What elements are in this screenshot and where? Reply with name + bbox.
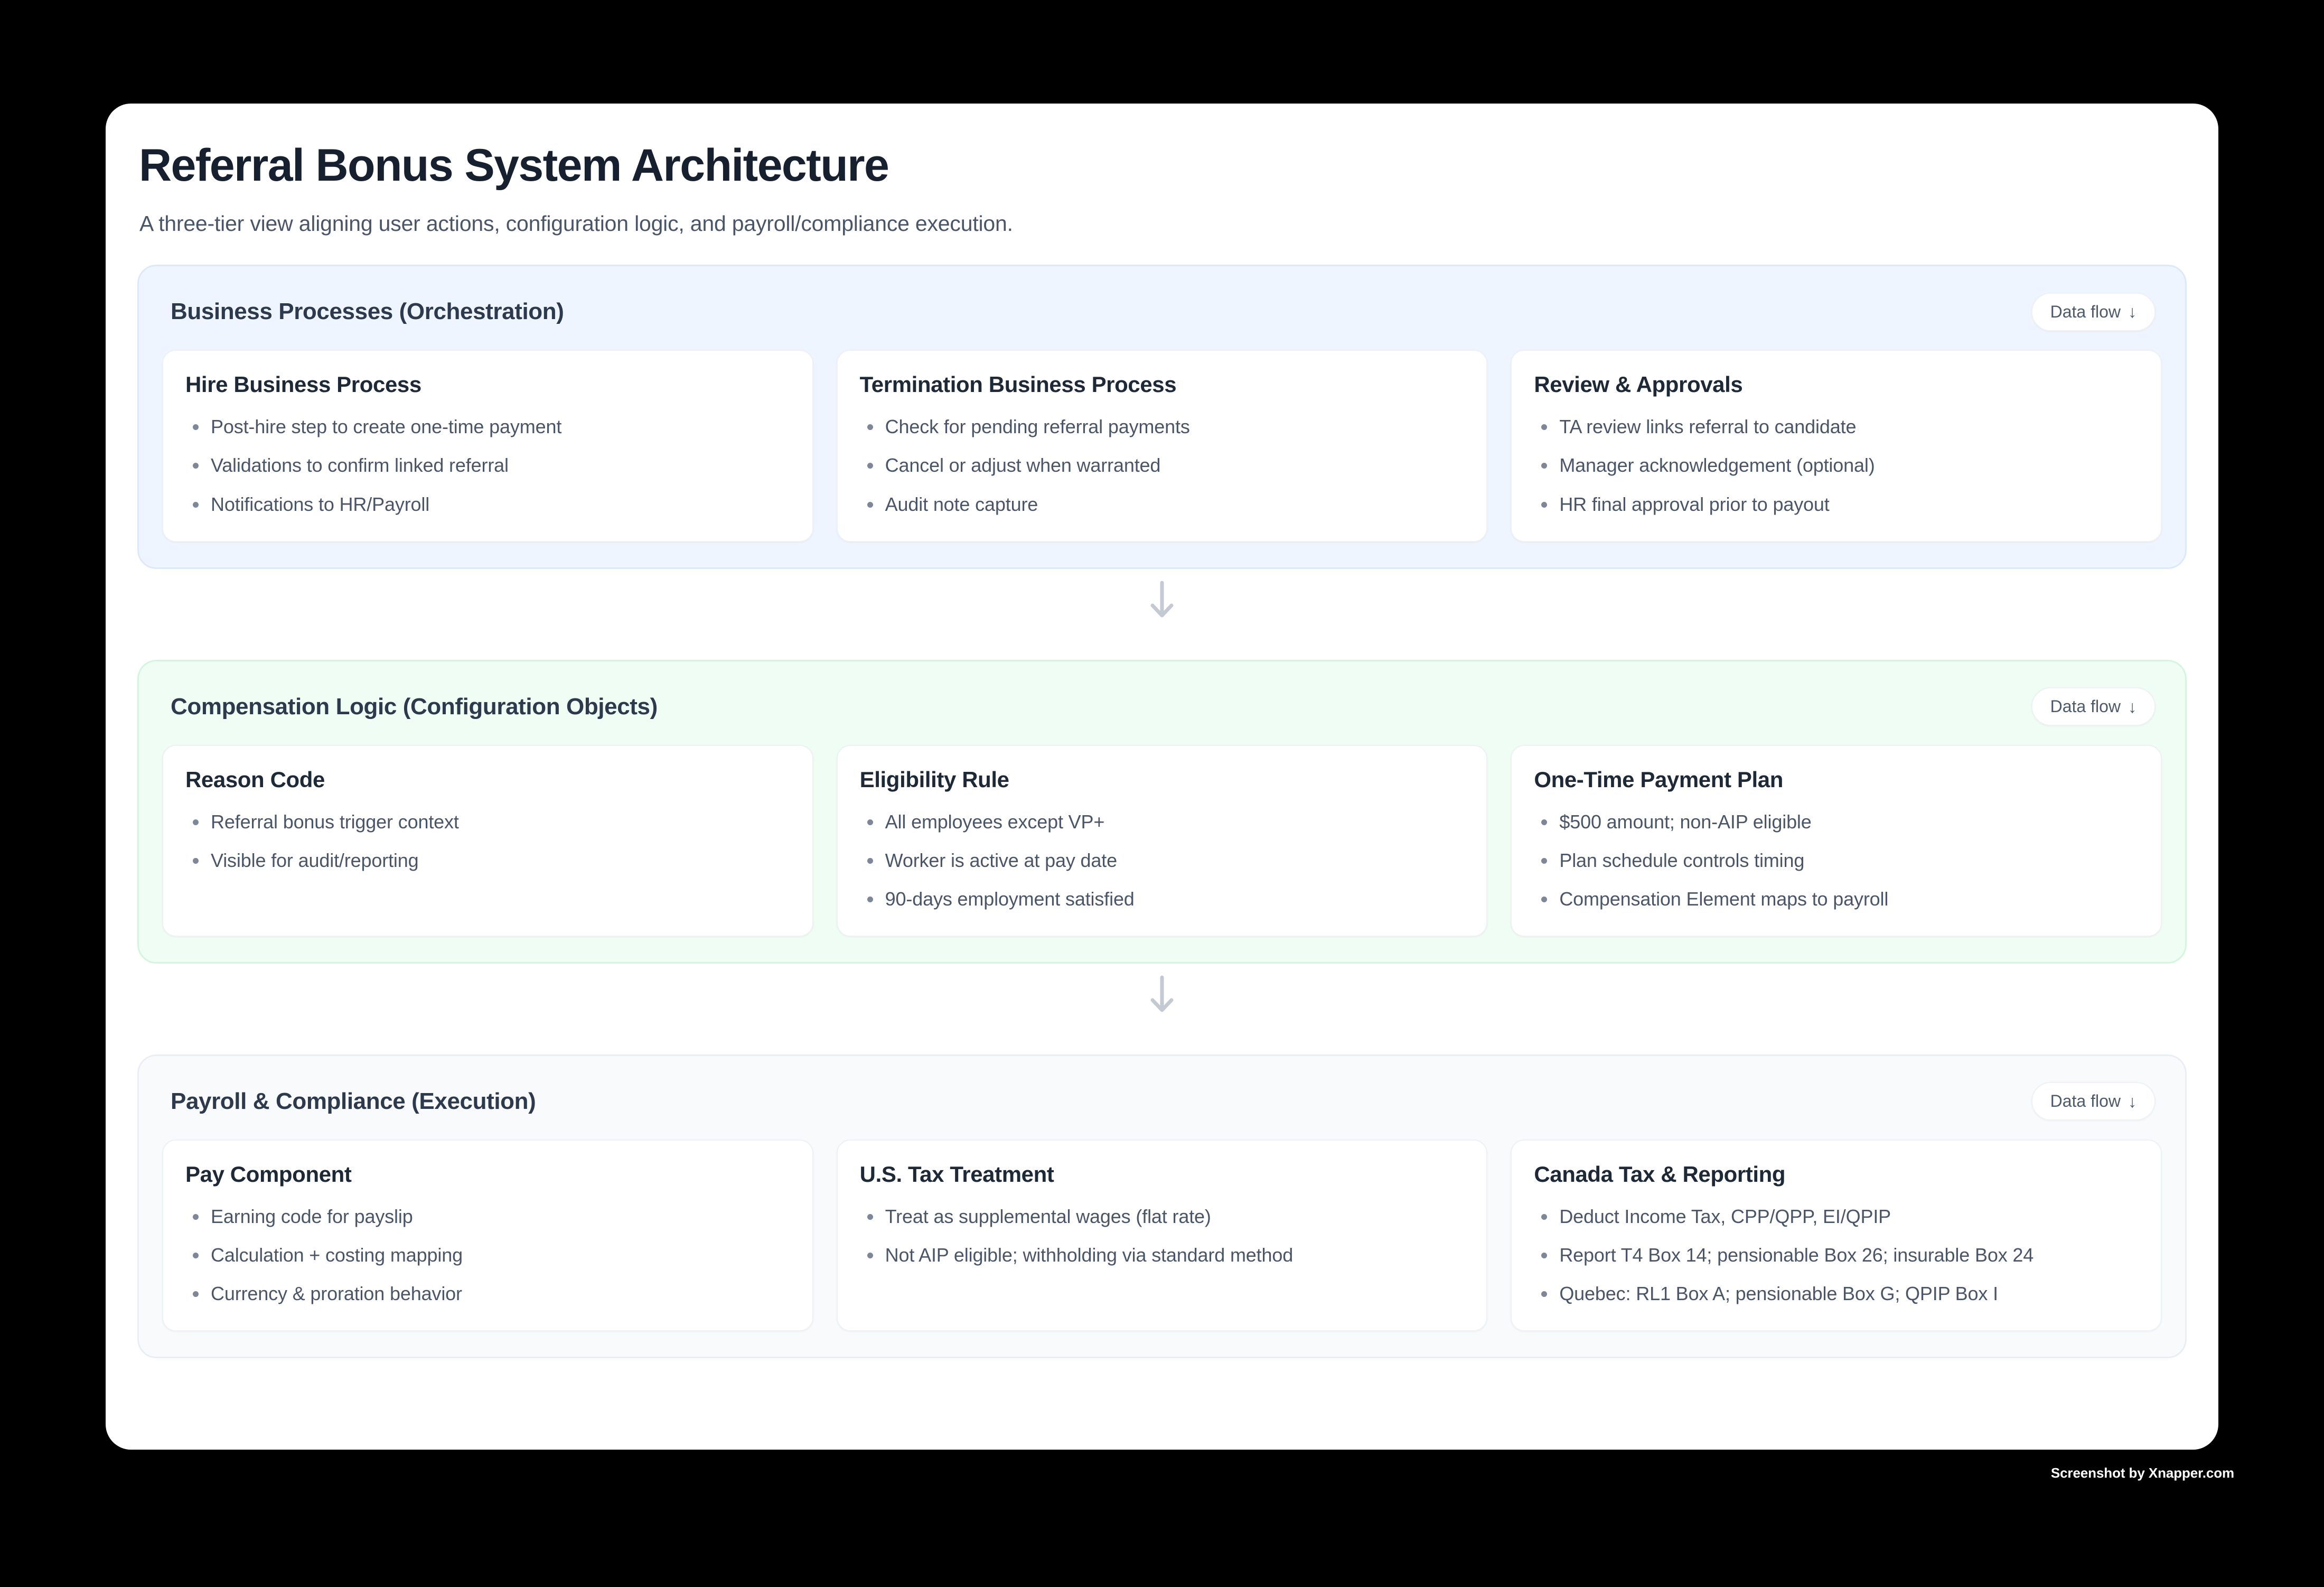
card-reason-code[interactable]: Reason Code Referral bonus trigger conte… <box>162 744 813 937</box>
tier-business-processes: Business Processes (Orchestration) Data … <box>137 265 2187 569</box>
card-title: Hire Business Process <box>185 372 421 397</box>
list-item: Plan schedule controls timing <box>1534 847 2139 874</box>
card-title: Reason Code <box>185 767 325 792</box>
arrow-down-icon <box>1150 975 1174 1012</box>
page-subtitle: A three-tier view aligning user actions,… <box>139 211 1013 236</box>
tier-title: Compensation Logic (Configuration Object… <box>171 693 658 720</box>
list-item: Notifications to HR/Payroll <box>185 491 790 518</box>
data-flow-badge[interactable]: Data flow ↓ <box>2031 1082 2156 1121</box>
bullet-list: Earning code for payslip Calculation + c… <box>185 1203 790 1307</box>
card-one-time-payment-plan[interactable]: One-Time Payment Plan $500 amount; non-A… <box>1511 744 2162 937</box>
tier-header: Compensation Logic (Configuration Object… <box>162 683 2162 731</box>
list-item: Compensation Element maps to payroll <box>1534 885 2139 912</box>
list-item: All employees except VP+ <box>860 808 1465 835</box>
list-item: $500 amount; non-AIP eligible <box>1534 808 2139 835</box>
connector-tier1-to-tier2 <box>137 569 2187 631</box>
list-item: Cancel or adjust when warranted <box>860 452 1465 479</box>
tier-compensation-logic: Compensation Logic (Configuration Object… <box>137 659 2187 964</box>
data-flow-badge[interactable]: Data flow ↓ <box>2031 292 2156 331</box>
data-flow-label: Data flow <box>2050 1091 2121 1111</box>
list-item: Currency & proration behavior <box>185 1280 790 1307</box>
list-item: Worker is active at pay date <box>860 847 1465 874</box>
card-title: Termination Business Process <box>859 372 1177 397</box>
arrow-down-icon <box>1150 581 1174 618</box>
card-eligibility-rule[interactable]: Eligibility Rule All employees except VP… <box>836 744 1488 937</box>
card-title: Pay Component <box>185 1161 352 1187</box>
bullet-list: Check for pending referral payments Canc… <box>860 413 1465 517</box>
bullet-list: $500 amount; non-AIP eligible Plan sched… <box>1534 808 2139 912</box>
card-title: One-Time Payment Plan <box>1534 767 1783 792</box>
arrow-down-icon: ↓ <box>2128 697 2136 716</box>
card-title: U.S. Tax Treatment <box>859 1161 1054 1187</box>
card-canada-tax-reporting[interactable]: Canada Tax & Reporting Deduct Income Tax… <box>1511 1139 2162 1332</box>
list-item: Quebec: RL1 Box A; pensionable Box G; QP… <box>1534 1280 2139 1307</box>
bullet-list: Treat as supplemental wages (flat rate) … <box>860 1203 1465 1268</box>
bullet-list: Referral bonus trigger context Visible f… <box>185 808 790 874</box>
list-item: Visible for audit/reporting <box>185 847 790 874</box>
bullet-list: All employees except VP+ Worker is activ… <box>860 808 1465 912</box>
bullet-list: TA review links referral to candidate Ma… <box>1534 413 2139 517</box>
card-pay-component[interactable]: Pay Component Earning code for payslip C… <box>162 1139 813 1332</box>
list-item: 90-days employment satisfied <box>860 885 1465 912</box>
arrow-down-icon: ↓ <box>2128 1091 2136 1111</box>
card-us-tax-treatment[interactable]: U.S. Tax Treatment Treat as supplemental… <box>836 1139 1488 1332</box>
list-item: HR final approval prior to payout <box>1534 491 2139 518</box>
list-item: Manager acknowledgement (optional) <box>1534 452 2139 479</box>
card-title: Eligibility Rule <box>859 767 1009 792</box>
tier-header: Payroll & Compliance (Execution) Data fl… <box>162 1077 2162 1126</box>
connector-tier2-to-tier3 <box>137 964 2187 1026</box>
card-review-and-approvals[interactable]: Review & Approvals TA review links refer… <box>1511 350 2162 542</box>
bullet-list: Deduct Income Tax, CPP/QPP, EI/QPIP Repo… <box>1534 1203 2139 1307</box>
card-termination-business-process[interactable]: Termination Business Process Check for p… <box>836 350 1488 542</box>
arrow-down-icon: ↓ <box>2128 302 2136 322</box>
list-item: Deduct Income Tax, CPP/QPP, EI/QPIP <box>1534 1203 2139 1230</box>
main-card: Referral Bonus System Architecture A thr… <box>106 104 2218 1450</box>
data-flow-badge[interactable]: Data flow ↓ <box>2031 687 2156 726</box>
tier-card-grid: Pay Component Earning code for payslip C… <box>162 1139 2162 1332</box>
tier-card-grid: Reason Code Referral bonus trigger conte… <box>162 744 2162 937</box>
tier-header: Business Processes (Orchestration) Data … <box>162 287 2162 336</box>
list-item: Audit note capture <box>860 491 1465 518</box>
card-title: Canada Tax & Reporting <box>1534 1161 1786 1187</box>
list-item: Referral bonus trigger context <box>185 808 790 835</box>
data-flow-label: Data flow <box>2050 302 2121 321</box>
watermark: Screenshot by Xnapper.com <box>2050 1465 2234 1481</box>
list-item: Treat as supplemental wages (flat rate) <box>860 1203 1465 1230</box>
list-item: TA review links referral to candidate <box>1534 413 2139 440</box>
tier-title: Payroll & Compliance (Execution) <box>171 1088 536 1114</box>
tier-card-grid: Hire Business Process Post-hire step to … <box>162 350 2162 542</box>
list-item: Post-hire step to create one-time paymen… <box>185 413 790 440</box>
list-item: Report T4 Box 14; pensionable Box 26; in… <box>1534 1241 2139 1268</box>
list-item: Calculation + costing mapping <box>185 1241 790 1268</box>
list-item: Check for pending referral payments <box>860 413 1465 440</box>
bullet-list: Post-hire step to create one-time paymen… <box>185 413 790 517</box>
tier-payroll-compliance: Payroll & Compliance (Execution) Data fl… <box>137 1054 2187 1359</box>
card-hire-business-process[interactable]: Hire Business Process Post-hire step to … <box>162 350 813 542</box>
card-title: Review & Approvals <box>1534 372 1743 397</box>
data-flow-label: Data flow <box>2050 697 2121 716</box>
list-item: Earning code for payslip <box>185 1203 790 1230</box>
page-title: Referral Bonus System Architecture <box>139 140 889 191</box>
list-item: Validations to confirm linked referral <box>185 452 790 479</box>
list-item: Not AIP eligible; withholding via standa… <box>860 1241 1465 1268</box>
tier-title: Business Processes (Orchestration) <box>171 298 564 325</box>
